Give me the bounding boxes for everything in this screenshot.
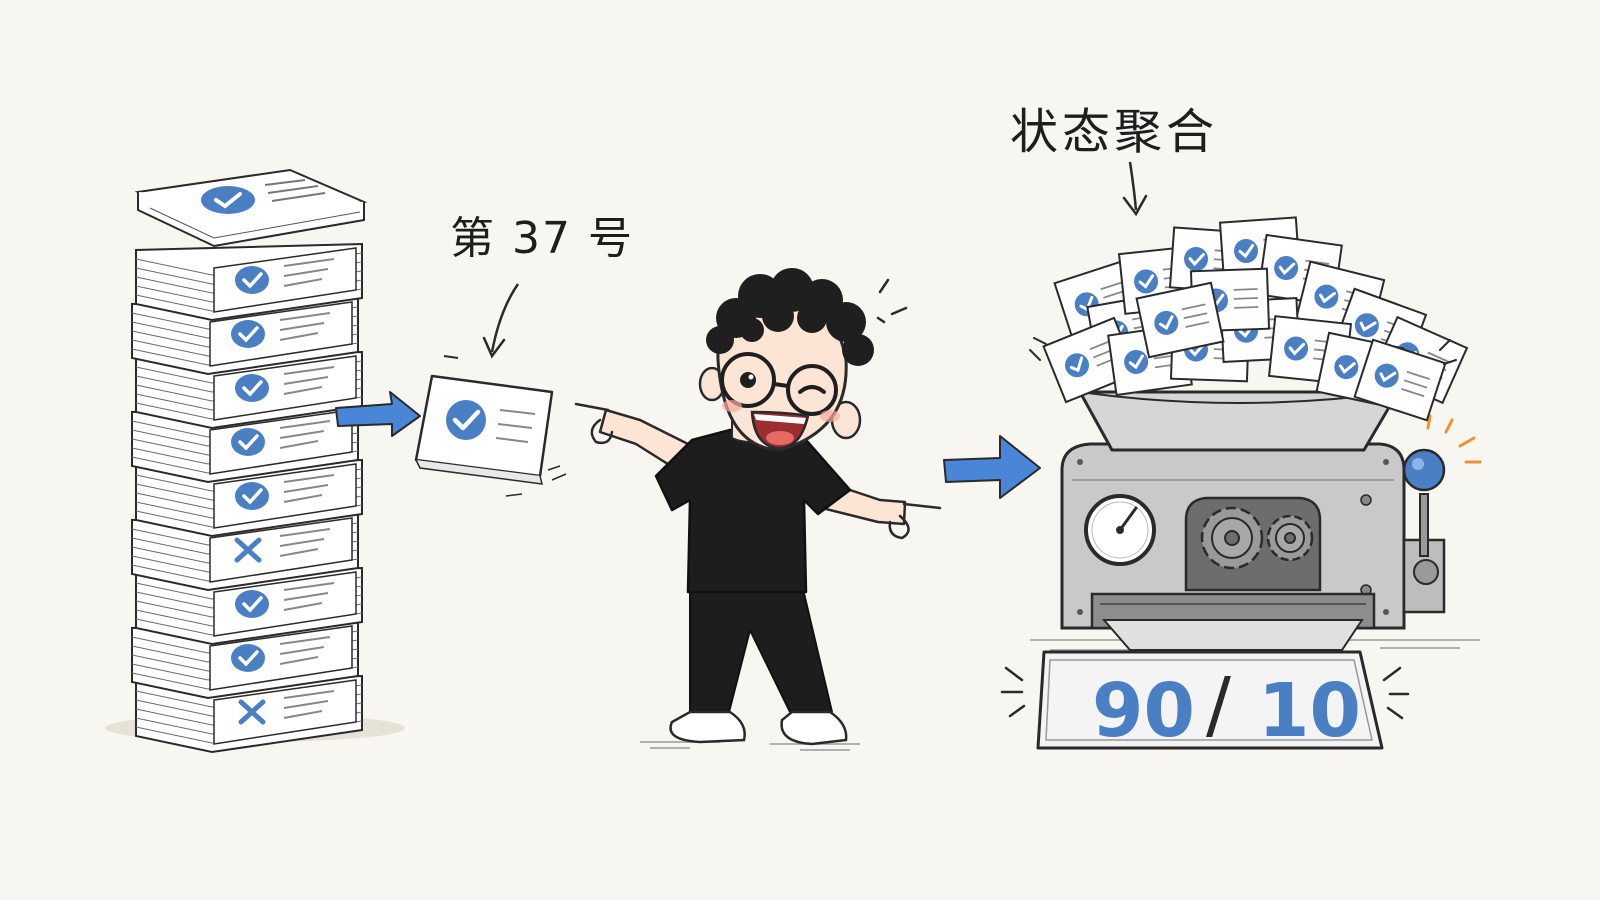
check-icon: [231, 320, 265, 348]
hopper-papers: [1042, 216, 1469, 422]
check-icon: [201, 186, 255, 214]
gear-icon: [1200, 506, 1264, 570]
check-icon: [235, 590, 269, 618]
check-icon: [231, 644, 265, 672]
check-icon: [235, 482, 269, 510]
check-icon: [231, 428, 265, 456]
stack-layer: [131, 296, 359, 376]
check-icon: [1354, 313, 1379, 338]
hopper-paper: [1353, 338, 1447, 422]
stack-layer: [135, 242, 363, 322]
check-icon: [1334, 355, 1359, 380]
check-icon: [235, 266, 269, 294]
stack-layer: [131, 404, 359, 484]
check-icon: [1184, 247, 1209, 272]
gauge-icon: [1084, 494, 1156, 566]
result-pass-count: 90: [1092, 668, 1195, 754]
stack-top-sheet: [134, 168, 368, 248]
check-icon: [235, 374, 269, 402]
check-icon: [1314, 284, 1339, 309]
gear-icon: [1266, 514, 1314, 562]
check-icon: [1284, 336, 1309, 361]
check-icon: [1374, 363, 1399, 388]
ticket-37-card: [414, 283, 567, 497]
check-icon: [446, 400, 486, 440]
arrow-right-icon: [943, 435, 1041, 499]
result-fail-count: 10: [1258, 668, 1361, 754]
check-icon: [1274, 256, 1299, 281]
check-icon: [1065, 353, 1090, 378]
stack-layer: [131, 620, 359, 700]
ticket-number-label: 第 37 号: [450, 213, 634, 264]
document-stack: [105, 168, 405, 754]
stack-layers: [131, 242, 363, 754]
curly-hair: [706, 268, 874, 366]
cross-icon: [238, 699, 266, 725]
arrow-right-icon: [335, 391, 421, 437]
result-separator: /: [1206, 662, 1231, 748]
aggregation-machine: [1000, 161, 1482, 750]
cross-icon: [234, 537, 262, 563]
aggregation-label: 状态聚合: [1010, 104, 1219, 160]
hopper-paper: [1135, 281, 1225, 359]
character: [574, 268, 942, 751]
